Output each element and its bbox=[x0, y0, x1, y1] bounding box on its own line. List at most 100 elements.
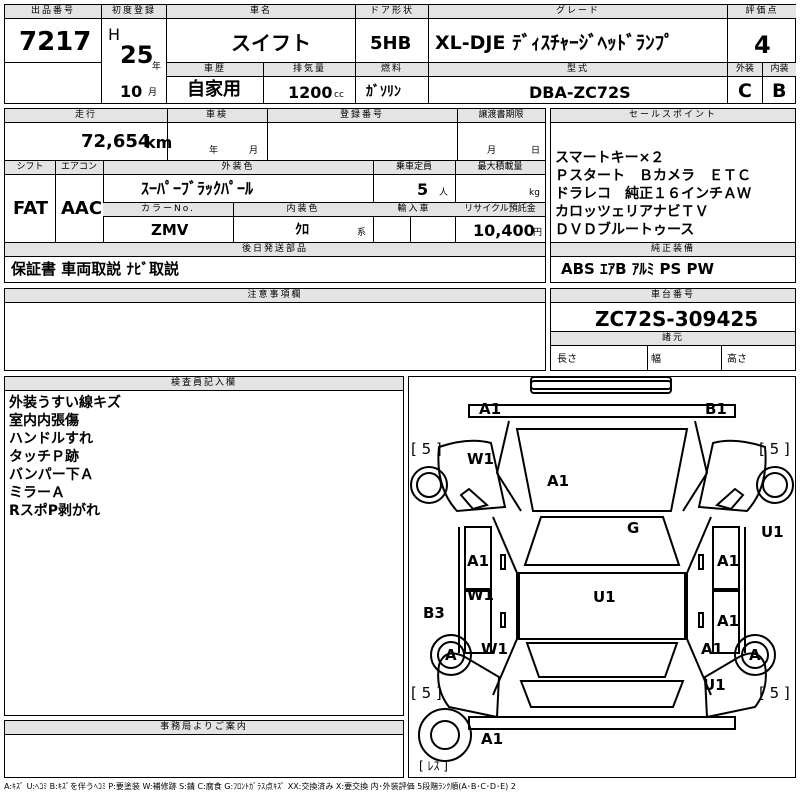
mark-fender-right: U1 bbox=[761, 523, 784, 541]
later-parts-label: 後日発送部品 bbox=[5, 243, 545, 257]
mark-windshield: G bbox=[627, 519, 640, 537]
color: ｽｰﾊﾟｰﾌﾞﾗｯｸﾊﾟｰﾙ bbox=[141, 179, 254, 198]
transfer-label: 譲渡書期限 bbox=[457, 109, 545, 123]
mark-door-rear-left: W1 bbox=[467, 586, 494, 604]
load-unit: kg bbox=[529, 188, 540, 198]
recycle-label: リサイクル預託金 bbox=[455, 203, 545, 217]
sales-point-box: セールスポイント スマートキー×２ Ｐスタート Ｂカメラ ＥＴＣ ドラレコ 純正… bbox=[550, 108, 796, 283]
mark-quarter-right-dent: U1 bbox=[703, 676, 726, 694]
grade: XL-DJE ﾃﾞｨｽﾁｬｰｼﾞﾍｯﾄﾞﾗﾝﾌﾟ bbox=[435, 32, 674, 54]
color-no-label: カラーNo. bbox=[103, 203, 233, 217]
mark-front-right: B1 bbox=[705, 400, 727, 418]
capacity: 5 bbox=[417, 180, 429, 199]
displacement-unit: cc bbox=[334, 90, 344, 100]
score: 4 bbox=[754, 31, 771, 59]
inspector-box: 検査員記入欄 外装うすい線キズ 室内内張傷 ハンドルすれ タッチＰ跡 バンパー下… bbox=[4, 376, 404, 716]
mark-quarter-left: W1 bbox=[481, 640, 508, 658]
shift: FAT bbox=[13, 198, 49, 219]
inspector-note: 外装うすい線キズ bbox=[9, 395, 121, 411]
capacity-label: 乗車定員 bbox=[373, 161, 455, 175]
header-table: 出品番号 7217 初度登録 H 25 年 10 月 車名 スイフト ドア形状 … bbox=[4, 4, 796, 104]
int-color: ｸﾛ bbox=[295, 222, 309, 238]
inspector-note: RスポP剥がれ bbox=[9, 503, 101, 519]
mileage: 72,654 bbox=[81, 131, 151, 152]
color-no: ZMV bbox=[151, 221, 189, 239]
first-registration-cell: 初度登録 H 25 年 10 月 bbox=[102, 5, 166, 101]
inspector-note: タッチＰ跡 bbox=[9, 449, 79, 465]
era: H bbox=[108, 25, 121, 44]
mark-fender-left: W1 bbox=[467, 450, 494, 468]
damage-legend: A:ｷｽﾞ U:ﾍｺﾐ B:ｷｽﾞを伴うﾍｺﾐ P:要塗装 W:補修跡 S:錆 … bbox=[4, 782, 516, 791]
chassis-label: 車台番号 bbox=[551, 289, 795, 303]
ac: AAC bbox=[61, 198, 103, 219]
int-color-unit: 系 bbox=[357, 228, 367, 238]
later-parts: 保証書 車両取説 ﾅﾋﾞ取説 bbox=[11, 260, 179, 278]
displacement-label: 排気量 bbox=[264, 63, 355, 77]
registration-year: 25 bbox=[120, 41, 154, 69]
mark-roof: U1 bbox=[593, 588, 616, 606]
mark-quarter-left-ring: A bbox=[445, 646, 457, 664]
mark-quarter-right-ring: A bbox=[749, 646, 761, 664]
notes-label: 注意事項欄 bbox=[5, 289, 545, 303]
history-cell: 車歴 自家用 bbox=[167, 63, 263, 103]
height-label: 高さ bbox=[727, 354, 747, 365]
office-label: 事務局よりご案内 bbox=[5, 721, 403, 735]
inspector-label: 検査員記入欄 bbox=[5, 377, 403, 391]
transfer-day-unit: 日 bbox=[531, 146, 541, 156]
grade-cell: グレード XL-DJE ﾃﾞｨｽﾁｬｰｼﾞﾍｯﾄﾞﾗﾝﾌﾟ bbox=[429, 5, 727, 62]
fuel-label: 燃料 bbox=[356, 63, 428, 77]
fuel-cell: 燃料 ｶﾞｿﾘﾝ bbox=[356, 63, 428, 103]
mark-front-left: A1 bbox=[479, 400, 502, 418]
history-label: 車歴 bbox=[167, 63, 263, 77]
sales-point-line: ドラレコ 純正１６インチＡＷ bbox=[555, 186, 751, 202]
interior-cell: 内装 B bbox=[763, 63, 796, 103]
details-table: 走行 車検 登録番号 譲渡書期限 72,654 km 年 月 月 日 シフト エ… bbox=[4, 108, 546, 283]
car-name: スイフト bbox=[231, 31, 311, 55]
car-name-cell: 車名 スイフト bbox=[167, 5, 355, 62]
chassis-number: ZC72S-309425 bbox=[595, 307, 759, 331]
exterior-cell: 外装 C bbox=[728, 63, 762, 103]
inspector-note: バンパー下Ａ bbox=[9, 467, 94, 483]
mark-rear: A1 bbox=[481, 730, 504, 748]
displacement: 1200 bbox=[288, 83, 333, 102]
car-name-label: 車名 bbox=[167, 5, 355, 19]
mark-door-front-left: A1 bbox=[467, 552, 490, 570]
mileage-label: 走行 bbox=[5, 109, 167, 123]
month-unit: 月 bbox=[148, 88, 158, 98]
sales-point-line: Ｐスタート Ｂカメラ ＥＴＣ bbox=[555, 168, 751, 184]
lot-number-cell: 出品番号 7217 bbox=[5, 5, 101, 62]
inspection-year-unit: 年 bbox=[209, 146, 219, 156]
history: 自家用 bbox=[187, 79, 241, 100]
first-registration-label: 初度登録 bbox=[102, 5, 166, 19]
inspector-note: ミラーＡ bbox=[9, 485, 65, 501]
reg-no-label: 登録番号 bbox=[267, 109, 457, 123]
inspector-note: ハンドルすれ bbox=[9, 431, 93, 447]
capacity-unit: 人 bbox=[439, 188, 449, 198]
mark-hood: A1 bbox=[547, 472, 570, 490]
load-label: 最大積載量 bbox=[455, 161, 545, 175]
recycle-unit: 円 bbox=[533, 228, 543, 238]
displacement-cell: 排気量 1200 cc bbox=[264, 63, 355, 103]
model-label: 型式 bbox=[429, 63, 727, 77]
interior-grade: B bbox=[772, 80, 787, 102]
door-cell: ドア形状 5HB bbox=[356, 5, 428, 62]
notes-box: 注意事項欄 bbox=[4, 288, 546, 371]
inspection-label: 車検 bbox=[167, 109, 267, 123]
inspector-note: 室内内張傷 bbox=[9, 413, 79, 429]
color-label: 外装色 bbox=[103, 161, 373, 175]
year-unit: 年 bbox=[152, 62, 162, 72]
mark-tire-front-left: [ 5 ] bbox=[411, 440, 442, 458]
exterior-grade: C bbox=[738, 80, 752, 102]
door-type: 5HB bbox=[370, 33, 412, 54]
score-cell: 評価点 4 bbox=[728, 5, 796, 62]
mark-tire-front-right: [ 5 ] bbox=[759, 440, 790, 458]
sales-point-line: ＤＶＤブルートゥース bbox=[555, 222, 695, 238]
sales-point-line: カロッツェリアナビＴＶ bbox=[555, 204, 709, 220]
mark-quarter-right: A1 bbox=[701, 640, 724, 658]
mark-door-rear-right: A1 bbox=[717, 612, 740, 630]
exterior-label: 外装 bbox=[728, 63, 762, 77]
interior-label: 内装 bbox=[763, 63, 796, 77]
width-label: 幅 bbox=[651, 354, 661, 365]
mark-sill-left: B3 bbox=[423, 604, 445, 622]
score-label: 評価点 bbox=[728, 5, 796, 19]
